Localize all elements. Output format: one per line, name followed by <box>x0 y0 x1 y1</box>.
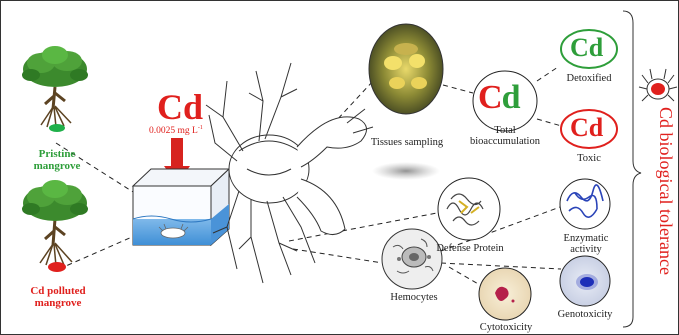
enzymatic-activity-line1: Enzymatic <box>557 233 615 244</box>
detoxified-label: Detoxified <box>559 73 619 84</box>
crab-icon <box>206 63 373 283</box>
cytotoxicity-dish-icon <box>479 268 531 320</box>
cd-concentration: 0.0025 mg L-1 <box>149 125 203 137</box>
total-bioaccumulation-label: Total bioaccumulation <box>467 125 543 147</box>
cd-exposure-title: Cd <box>157 89 203 125</box>
biological-tolerance-label-box: Cd biological tolerance <box>655 7 675 329</box>
tissues-sampling-label: Tissues sampling <box>369 137 445 148</box>
enzymatic-activity-line2: activity <box>557 244 615 255</box>
cd-concentration-value: 0.0025 mg L <box>149 126 198 136</box>
pristine-mangrove-line2: mangrove <box>29 161 85 173</box>
enzyme-structure-icon <box>560 179 610 229</box>
total-bioaccumulation-line2: bioaccumulation <box>467 136 543 147</box>
hemocyte-cell-icon <box>382 229 442 289</box>
polluted-mangrove-line1: Cd polluted <box>23 286 93 298</box>
tissue-sample-photo <box>369 24 443 180</box>
pristine-mangrove-tree-icon <box>22 46 88 132</box>
right-bracket <box>623 11 641 327</box>
genotoxicity-dish-icon <box>560 256 610 306</box>
detoxified-cd-symbol: Cd <box>570 35 603 61</box>
biological-tolerance-label: Cd biological tolerance <box>656 107 675 275</box>
aquarium-tank-icon <box>133 169 229 245</box>
total-bioaccumulation-line1: Total <box>467 125 543 136</box>
polluted-mangrove-line2: mangrove <box>23 298 93 310</box>
hemocytes-label: Hemocytes <box>385 292 443 303</box>
pristine-mangrove-line1: Pristine <box>29 149 85 161</box>
genotoxicity-label: Genotoxicity <box>554 309 616 320</box>
total-cd-symbol: Cd <box>478 81 519 115</box>
toxic-label: Toxic <box>569 153 609 164</box>
polluted-mangrove-label: Cd polluted mangrove <box>23 286 93 309</box>
polluted-mangrove-tree-icon <box>22 180 88 272</box>
defense-protein-icon <box>438 178 500 240</box>
toxic-cd-symbol: Cd <box>570 115 603 141</box>
defense-protein-label: Defense Protein <box>433 243 507 254</box>
pristine-mangrove-label: Pristine mangrove <box>29 149 85 172</box>
cytotoxicity-label: Cytotoxicity <box>477 322 535 333</box>
cd-concentration-exponent: -1 <box>198 125 203 131</box>
enzymatic-activity-label: Enzymatic activity <box>557 233 615 255</box>
